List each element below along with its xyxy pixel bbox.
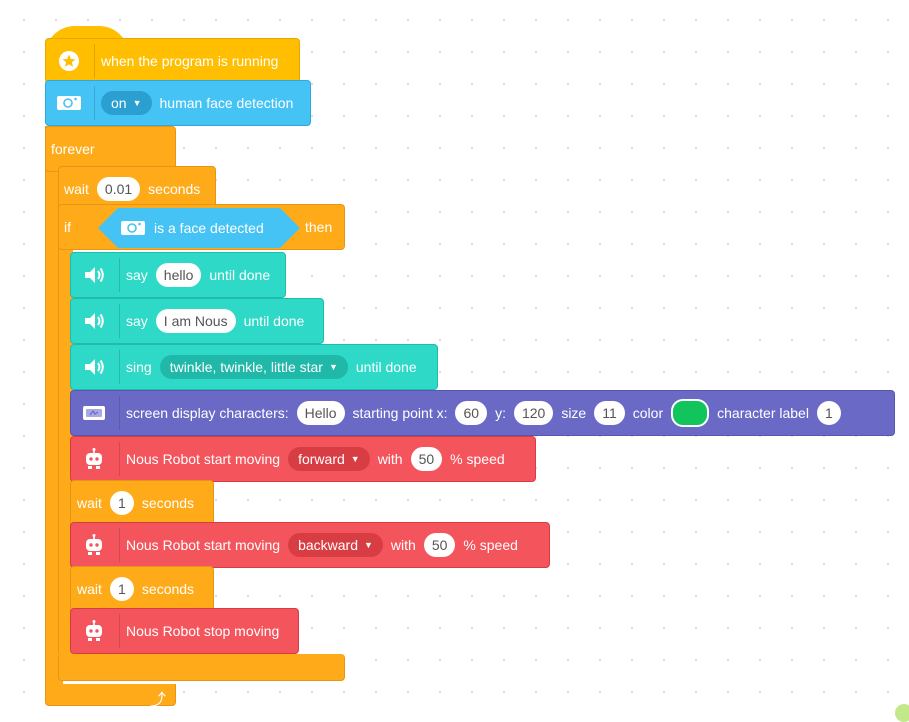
y-input[interactable]: 120: [513, 401, 554, 425]
speed-suffix: % speed: [463, 537, 518, 553]
separator: [119, 396, 120, 430]
screen-display-block[interactable]: screen display characters: Hello startin…: [70, 390, 895, 436]
until-done-label: until done: [243, 313, 305, 329]
caret-down-icon: ▼: [364, 540, 373, 550]
robot-move-block[interactable]: Nous Robot start moving backward▼ with 5…: [70, 522, 550, 568]
if-label: if: [64, 219, 71, 235]
then-label: then: [305, 219, 333, 235]
separator: [119, 528, 120, 562]
x-input[interactable]: 60: [455, 401, 488, 425]
robot-stop-block[interactable]: Nous Robot stop moving: [70, 608, 299, 654]
color-swatch[interactable]: [671, 399, 710, 427]
wait-label: wait: [77, 495, 102, 511]
wait-seconds-input[interactable]: 1: [109, 577, 134, 601]
wait-seconds-input[interactable]: 1: [109, 491, 134, 515]
face-detection-switch-block[interactable]: on▼ human face detection: [45, 80, 311, 126]
robot-move-label: Nous Robot start moving: [126, 451, 281, 467]
separator: [119, 258, 120, 292]
say-label: say: [126, 267, 148, 283]
speed-input[interactable]: 50: [423, 533, 456, 557]
until-done-label: until done: [209, 267, 271, 283]
separator: [94, 86, 95, 120]
seconds-label: seconds: [148, 181, 201, 197]
if-block-bottom: [58, 654, 345, 681]
speed-input[interactable]: 50: [410, 447, 443, 471]
size-label: size: [561, 405, 587, 421]
screen-icon: [79, 403, 109, 423]
forever-block-bottom: [45, 684, 176, 706]
speaker-icon: [79, 357, 109, 377]
say-text-input[interactable]: I am Nous: [155, 309, 236, 333]
face-detected-condition[interactable]: is a face detected: [98, 208, 300, 248]
star-flag-icon: [54, 49, 84, 73]
seconds-label: seconds: [141, 581, 195, 597]
robot-move-block[interactable]: Nous Robot start moving forward▼ with 50…: [70, 436, 536, 482]
caret-down-icon: ▼: [328, 362, 338, 372]
separator: [94, 44, 95, 78]
separator: [119, 442, 120, 476]
say-block[interactable]: say hello until done: [70, 252, 286, 298]
seconds-label: seconds: [141, 495, 195, 511]
say-text-input[interactable]: hello: [155, 263, 202, 287]
speed-suffix: % speed: [450, 451, 505, 467]
on-off-dropdown[interactable]: on▼: [101, 91, 152, 115]
direction-dropdown[interactable]: backward▼: [288, 533, 383, 557]
separator: [119, 614, 120, 648]
character-label-input[interactable]: 1: [816, 401, 841, 425]
separator: [119, 350, 120, 384]
with-label: with: [377, 451, 403, 467]
screen-display-label: screen display characters:: [126, 405, 289, 421]
robot-stop-label: Nous Robot stop moving: [126, 623, 280, 639]
say-block[interactable]: say I am Nous until done: [70, 298, 324, 344]
caret-down-icon: ▼: [132, 98, 142, 108]
wait-seconds-input[interactable]: 0.01: [96, 177, 141, 201]
display-text-input[interactable]: Hello: [296, 401, 345, 425]
loop-arrow-icon: ⤴: [150, 692, 167, 709]
camera-icon: [118, 219, 148, 237]
camera-icon: [54, 94, 84, 112]
wait-block[interactable]: wait 1 seconds: [70, 566, 214, 612]
wait-label: wait: [64, 181, 89, 197]
condition-label: is a face detected: [154, 220, 264, 236]
song-dropdown[interactable]: twinkle, twinkle, little star▼: [159, 355, 348, 379]
y-label: y:: [495, 405, 506, 421]
speaker-icon: [79, 265, 109, 285]
say-label: say: [126, 313, 148, 329]
robot-icon: [79, 619, 109, 643]
caret-down-icon: ▼: [350, 454, 360, 464]
wait-label: wait: [77, 581, 102, 597]
if-arm: [58, 206, 73, 654]
color-label: color: [632, 405, 664, 421]
sing-label: sing: [126, 359, 152, 375]
speaker-icon: [79, 311, 109, 331]
when-program-running-block[interactable]: when the program is running: [45, 38, 300, 84]
camera-label: human face detection: [159, 95, 294, 111]
sing-block[interactable]: sing twinkle, twinkle, little star▼ unti…: [70, 344, 438, 390]
direction-dropdown[interactable]: forward▼: [288, 447, 370, 471]
wait-block[interactable]: wait 1 seconds: [70, 480, 214, 526]
start-x-label: starting point x:: [352, 405, 448, 421]
corner-decoration: [895, 704, 909, 722]
robot-move-label: Nous Robot start moving: [126, 537, 281, 553]
robot-icon: [79, 533, 109, 557]
until-done-label: until done: [355, 359, 417, 375]
with-label: with: [390, 537, 416, 553]
event-label: when the program is running: [101, 53, 279, 69]
separator: [119, 304, 120, 338]
size-input[interactable]: 11: [594, 401, 625, 425]
character-label-label: character label: [717, 405, 809, 421]
robot-icon: [79, 447, 109, 471]
forever-label: forever: [51, 141, 95, 157]
